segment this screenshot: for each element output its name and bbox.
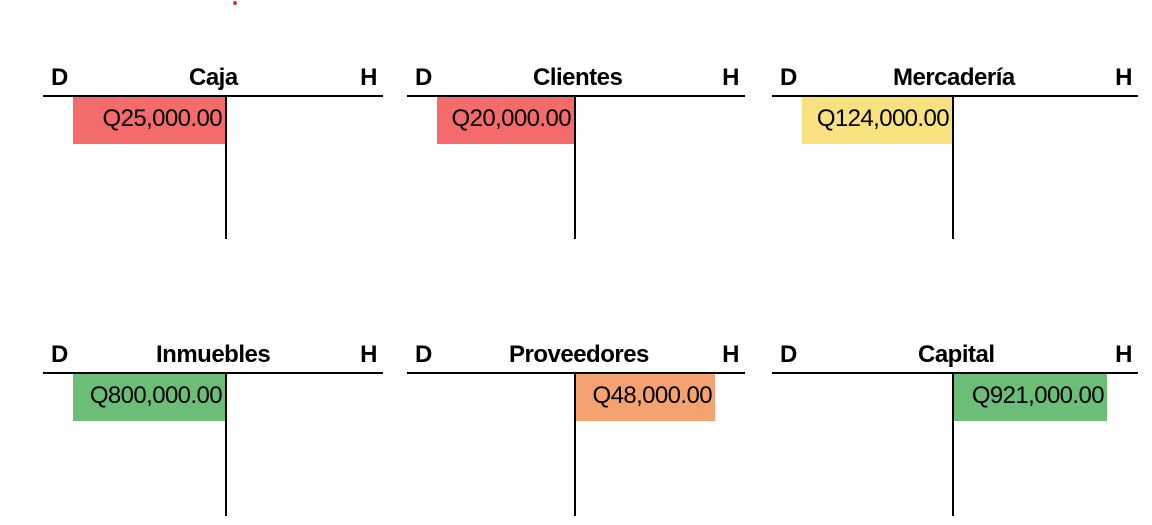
debit-label: D <box>780 64 797 91</box>
t-account-divider <box>952 96 954 239</box>
credit-amount: Q921,000.00 <box>954 374 1107 421</box>
account-title: Caja <box>189 64 238 91</box>
debit-amount: Q25,000.00 <box>73 97 225 144</box>
credit-label: H <box>722 341 739 368</box>
red-dot-marker <box>233 1 237 5</box>
t-account-header: D Caja H <box>43 62 383 94</box>
t-account-clientes: D Clientes H Q20,000.00 <box>407 62 745 242</box>
t-account-header: D Proveedores H <box>407 339 745 371</box>
t-account-top-line <box>772 95 1138 97</box>
t-account-proveedores: D Proveedores H Q48,000.00 <box>407 339 745 519</box>
account-title: Clientes <box>533 64 623 91</box>
t-account-capital: D Capital H Q921,000.00 <box>772 339 1138 519</box>
debit-amount: Q800,000.00 <box>73 374 225 421</box>
credit-label: H <box>360 341 377 368</box>
t-account-divider <box>225 96 227 239</box>
debit-label: D <box>780 341 797 368</box>
debit-label: D <box>51 341 68 368</box>
t-account-top-line <box>43 372 383 374</box>
t-account-header: D Clientes H <box>407 62 745 94</box>
account-title: Mercadería <box>893 64 1015 91</box>
debit-amount: Q20,000.00 <box>437 97 574 144</box>
t-account-divider <box>574 373 576 516</box>
t-account-mercaderia: D Mercadería H Q124,000.00 <box>772 62 1138 242</box>
credit-label: H <box>360 64 377 91</box>
t-account-divider <box>952 373 954 516</box>
debit-label: D <box>51 64 68 91</box>
t-account-divider <box>225 373 227 516</box>
credit-label: H <box>1115 341 1132 368</box>
debit-label: D <box>415 64 432 91</box>
account-title: Capital <box>918 341 995 368</box>
account-title: Inmuebles <box>156 341 271 368</box>
t-account-caja: D Caja H Q25,000.00 <box>43 62 383 242</box>
debit-label: D <box>415 341 432 368</box>
t-account-header: D Mercadería H <box>772 62 1138 94</box>
t-account-divider <box>574 96 576 239</box>
credit-label: H <box>722 64 739 91</box>
credit-amount: Q48,000.00 <box>576 374 715 421</box>
t-account-top-line <box>407 372 745 374</box>
t-account-inmuebles: D Inmuebles H Q800,000.00 <box>43 339 383 519</box>
t-account-header: D Capital H <box>772 339 1138 371</box>
debit-amount: Q124,000.00 <box>802 97 952 144</box>
credit-label: H <box>1115 64 1132 91</box>
t-account-top-line <box>772 372 1138 374</box>
t-account-top-line <box>407 95 745 97</box>
t-account-header: D Inmuebles H <box>43 339 383 371</box>
account-title: Proveedores <box>509 341 649 368</box>
t-account-top-line <box>43 95 383 97</box>
